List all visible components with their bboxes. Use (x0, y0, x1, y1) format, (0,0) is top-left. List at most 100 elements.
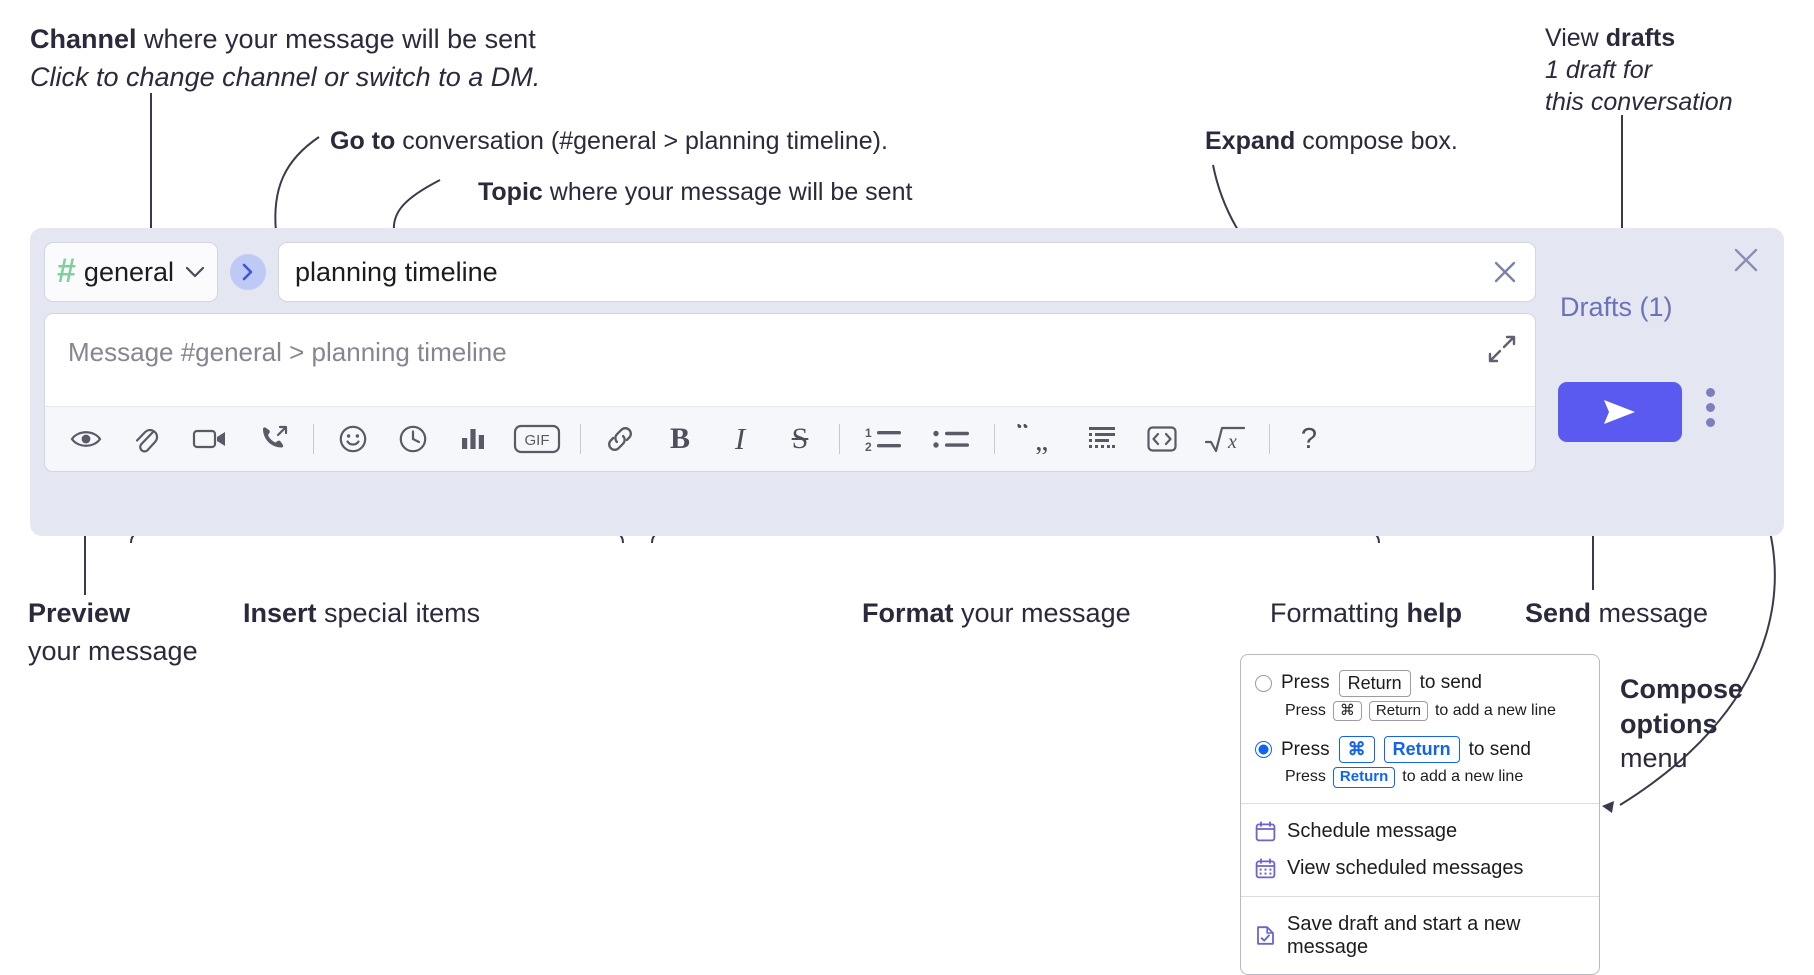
annotation-drafts-line3: this conversation (1545, 88, 1733, 116)
annotation-format: Format your message (862, 596, 1131, 631)
help-icon[interactable]: ? (1286, 416, 1332, 462)
reminder-clock-icon[interactable] (390, 416, 436, 462)
strikethrough-label: S (791, 422, 809, 455)
annotation-channel-sub: Click to change channel or switch to a D… (30, 61, 541, 92)
topic-value: planning timeline (295, 256, 498, 287)
annotation-channel-rest: where your message will be sent (136, 24, 536, 54)
annotation-help-bold: help (1406, 598, 1463, 628)
compose-main-column: # general planning timeline (44, 242, 1536, 472)
annotation-compose-options: Compose options menu (1620, 672, 1743, 776)
panel-close-icon[interactable] (1730, 244, 1762, 281)
annotation-drafts-bold: drafts (1605, 24, 1676, 52)
expand-icon[interactable] (1487, 334, 1517, 369)
annotation-format-rest: your message (953, 598, 1131, 628)
strikethrough-icon[interactable]: S (777, 416, 823, 462)
option1-sub-press: Press (1285, 701, 1326, 719)
radio-icon[interactable] (1255, 674, 1272, 692)
annotation-channel: Channel where your message will be sent … (30, 22, 540, 94)
annotation-topic-rest: where your message will be sent (542, 178, 913, 206)
menu-item-view-scheduled-messages[interactable]: View scheduled messages (1241, 850, 1599, 887)
annotation-compose-options-line3: menu (1620, 743, 1688, 774)
annotation-format-bold: Format (862, 598, 954, 628)
annotation-expand: Expand compose box. (1205, 125, 1458, 157)
annotation-drafts: View drafts 1 draft for this conversatio… (1545, 22, 1733, 118)
annotation-send-bold: Send (1525, 598, 1592, 628)
formatting-toolbar: GIF B I S (45, 406, 1535, 471)
send-button[interactable] (1558, 382, 1682, 442)
bold-icon[interactable]: B (657, 416, 703, 462)
annotation-help: Formatting help (1270, 596, 1462, 631)
svg-text:1: 1 (865, 426, 872, 440)
channel-selector[interactable]: # general (44, 242, 218, 302)
attachment-icon[interactable] (123, 416, 169, 462)
annotation-drafts-plain: View (1545, 24, 1606, 52)
video-icon[interactable] (183, 416, 237, 462)
topic-field[interactable]: planning timeline (278, 242, 1536, 302)
math-icon[interactable]: x (1199, 416, 1253, 462)
toolbar-divider (994, 424, 995, 454)
toolbar-divider (580, 424, 581, 454)
key-command: ⌘ (1338, 736, 1375, 763)
key-return: Return (1368, 700, 1428, 722)
save-draft-icon (1255, 925, 1276, 946)
annotation-expand-bold: Expand (1205, 127, 1296, 155)
italic-icon[interactable]: I (717, 416, 763, 462)
annotation-preview: Preview your message (28, 596, 198, 668)
menu-separator (1241, 802, 1599, 804)
emoji-icon[interactable] (330, 416, 376, 462)
preview-icon[interactable] (63, 416, 109, 462)
annotation-goto-bold: Go to (330, 127, 396, 155)
option1-press: Press (1281, 672, 1330, 694)
chevron-down-icon (185, 264, 205, 281)
kebab-dot (1706, 388, 1715, 397)
close-icon[interactable] (1483, 250, 1527, 294)
gif-icon[interactable]: GIF (510, 416, 564, 462)
annotation-channel-bold: Channel (30, 24, 137, 54)
option2-suffix: to send (1468, 738, 1531, 760)
key-command: ⌘ (1332, 700, 1362, 722)
annotation-insert-bold: Insert (243, 598, 317, 628)
annotation-drafts-line2: 1 draft for (1545, 56, 1652, 84)
drafts-column: Drafts (1) (1536, 228, 1784, 536)
compose-options-button[interactable] (1706, 388, 1715, 427)
menu-option-return-sub: Press ⌘ Return to add a new line (1241, 700, 1599, 728)
annotation-goto-rest: conversation (#general > planning timeli… (395, 127, 888, 155)
menu-option-cmd-return-to-send[interactable]: Press ⌘ Return to send (1241, 733, 1599, 766)
annotation-insert-rest: special items (316, 598, 481, 628)
option1-sub-suffix: to add a new line (1434, 701, 1556, 719)
calendar-grid-icon (1255, 857, 1276, 879)
menu-item-save-draft[interactable]: Save draft and start a new message (1241, 906, 1599, 966)
message-input-box[interactable]: Message #general > planning timeline (44, 313, 1536, 472)
annotation-compose-options-line2: options (1620, 708, 1718, 739)
option2-press: Press (1281, 738, 1330, 760)
toolbar-divider (839, 424, 840, 454)
svg-text:“: “ (1016, 424, 1029, 447)
annotation-send: Send message (1525, 596, 1708, 631)
menu-option-cmd-return-sub: Press Return to add a new line (1241, 766, 1599, 794)
key-return: Return (1383, 736, 1460, 763)
audio-call-icon[interactable] (251, 416, 297, 462)
bulleted-list-icon[interactable] (924, 416, 978, 462)
blockquote-icon[interactable]: “„ (1011, 416, 1065, 462)
kebab-dot (1706, 418, 1715, 427)
menu-item-label: Schedule message (1287, 819, 1458, 842)
link-icon[interactable] (597, 416, 643, 462)
annotation-expand-rest: compose box. (1295, 127, 1458, 155)
inline-code-icon[interactable] (1139, 416, 1185, 462)
menu-option-return-to-send[interactable]: Press Return to send (1241, 667, 1599, 700)
toolbar-divider (313, 424, 314, 454)
drafts-link[interactable]: Drafts (1) (1560, 292, 1673, 322)
channel-name: general (83, 256, 174, 287)
menu-item-schedule-message[interactable]: Schedule message (1241, 813, 1599, 850)
radio-icon-selected[interactable] (1255, 741, 1272, 758)
code-block-icon[interactable] (1079, 416, 1125, 462)
compose-header-row: # general planning timeline (44, 242, 1536, 302)
calendar-clock-icon (1255, 820, 1276, 842)
svg-text:GIF: GIF (525, 432, 550, 449)
annotation-send-rest: message (1591, 598, 1709, 628)
toolbar-divider (1269, 424, 1270, 454)
poll-icon[interactable] (450, 416, 496, 462)
goto-conversation-button[interactable] (230, 254, 266, 290)
menu-item-label: Save draft and start a new message (1287, 912, 1521, 958)
